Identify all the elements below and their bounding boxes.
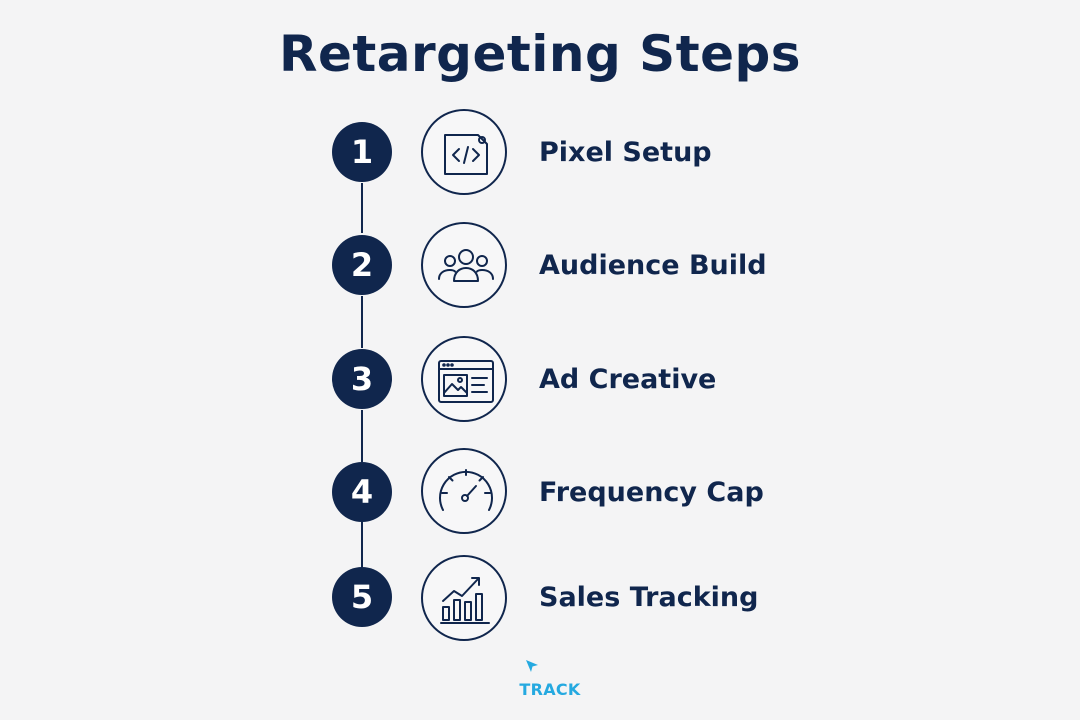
cursor-arrow-icon	[526, 660, 538, 672]
connector-line	[361, 296, 363, 348]
page-title: Retargeting Steps	[278, 25, 802, 83]
step-number-badge: 2	[332, 235, 392, 295]
step-label: Audience Build	[539, 250, 767, 281]
step-number-badge: 5	[332, 567, 392, 627]
users-group-icon	[421, 222, 507, 308]
step-label: Sales Tracking	[539, 582, 759, 613]
code-tag-icon	[421, 109, 507, 195]
step-number-badge: 1	[332, 122, 392, 182]
bar-chart-trend-icon	[421, 555, 507, 641]
connector-line	[361, 183, 363, 233]
step-number-badge: 4	[332, 462, 392, 522]
connector-line	[361, 521, 363, 569]
step-number-badge: 3	[332, 349, 392, 409]
brand-name: TRACK	[519, 680, 581, 699]
step-label: Frequency Cap	[539, 477, 764, 508]
connector-line	[361, 410, 363, 462]
step-label: Ad Creative	[539, 364, 717, 395]
gauge-icon	[421, 448, 507, 534]
step-label: Pixel Setup	[539, 137, 712, 168]
browser-image-icon	[421, 336, 507, 422]
